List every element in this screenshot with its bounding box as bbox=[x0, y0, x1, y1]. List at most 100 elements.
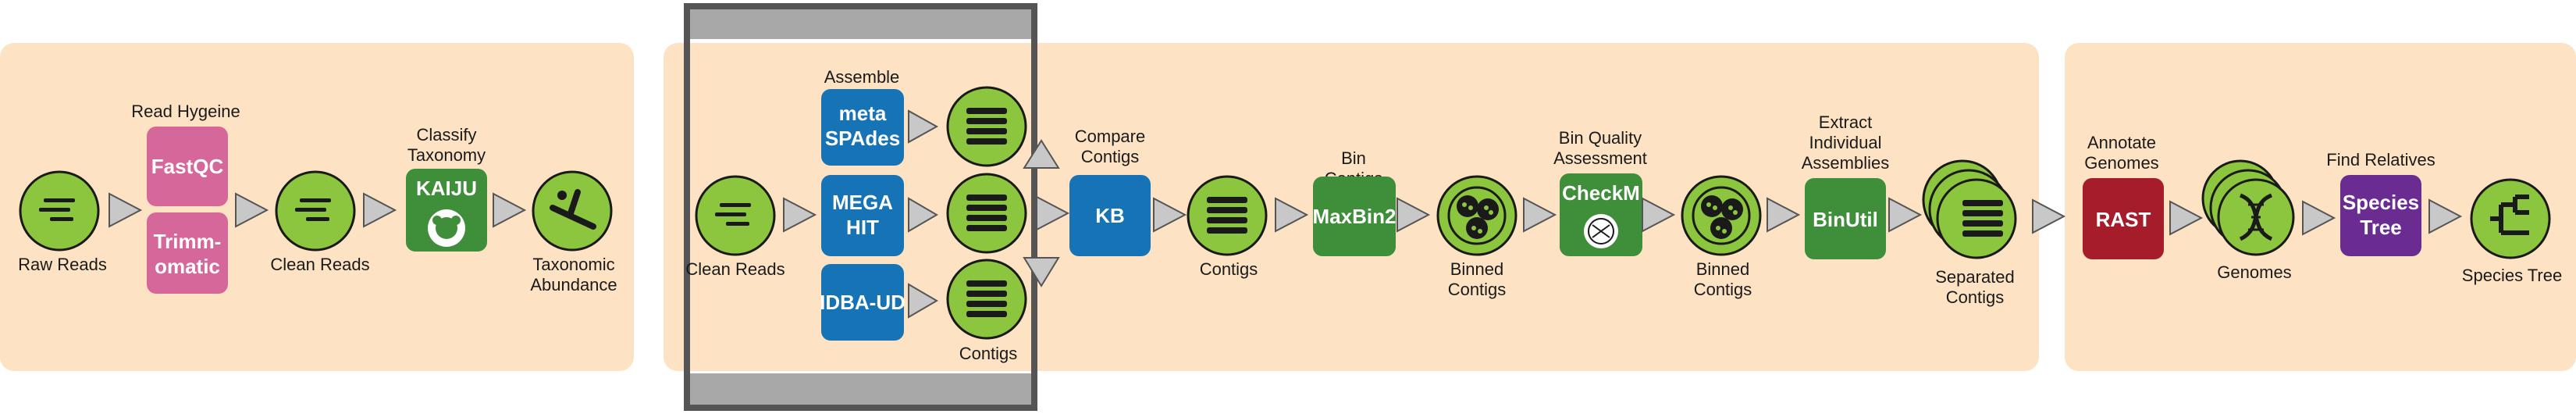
arrow bbox=[2032, 198, 2066, 234]
rast-tool[interactable]: RAST bbox=[2083, 178, 2164, 259]
checkm-tool[interactable]: CheckM bbox=[1560, 173, 1642, 256]
arrow bbox=[493, 192, 527, 228]
binq-label-1: Bin Quality bbox=[1559, 128, 1642, 148]
contigs-assembly-label: Contigs bbox=[959, 344, 1018, 363]
arrow bbox=[908, 283, 938, 319]
arrow-up bbox=[1023, 139, 1060, 169]
compare-label-1: Compare bbox=[1075, 127, 1145, 146]
megahit-tool[interactable]: MEGA HIT bbox=[821, 175, 904, 256]
read-hygeine-label: Read Hygeine bbox=[131, 102, 240, 121]
arrow bbox=[2428, 198, 2463, 234]
metaspades-tool[interactable]: meta SPAdes bbox=[821, 89, 904, 166]
arrow bbox=[109, 192, 143, 228]
arrow bbox=[1767, 197, 1801, 233]
arrow bbox=[363, 192, 397, 228]
bin-label-1: Bin bbox=[1341, 148, 1366, 168]
tree-icon bbox=[2490, 195, 2529, 235]
maxbin2-tool[interactable]: MaxBin2 bbox=[1313, 177, 1397, 256]
maxbin2-label: MaxBin2 bbox=[1313, 205, 1397, 228]
idba-ud-label: IDBA-UD bbox=[820, 291, 906, 314]
binutil-label: BinUtil bbox=[1813, 208, 1878, 231]
binutil-tool[interactable]: BinUtil bbox=[1805, 178, 1886, 259]
extract-label-3: Assemblies bbox=[1802, 153, 1889, 173]
metaspades-label-1: meta bbox=[839, 102, 887, 125]
binned-b-label-1: Binned bbox=[1696, 259, 1750, 279]
binned-a-label-2: Contigs bbox=[1448, 280, 1507, 299]
trimmomatic-label-1: Trimm- bbox=[154, 230, 222, 253]
arrow bbox=[783, 197, 817, 233]
arrow bbox=[1275, 197, 1309, 233]
arrow-down bbox=[1023, 257, 1060, 287]
metaspades-label-2: SPAdes bbox=[825, 127, 900, 150]
checkm-label: CheckM bbox=[1562, 181, 1640, 205]
fastqc-label: FastQC bbox=[151, 155, 224, 178]
find-relatives-label: Find Relatives bbox=[2326, 150, 2435, 170]
node-contigs-megahit bbox=[946, 173, 1027, 254]
megahit-label-1: MEGA bbox=[832, 191, 893, 214]
binned-b-label-2: Contigs bbox=[1694, 280, 1752, 299]
annotate-label-1: Annotate bbox=[2087, 133, 2156, 152]
assembly-highlight-frame bbox=[684, 3, 1037, 411]
node-binned-contigs-a bbox=[1436, 175, 1517, 256]
arrow bbox=[235, 192, 269, 228]
node-genomes bbox=[2201, 159, 2295, 256]
arrow bbox=[908, 197, 938, 233]
node-species-tree bbox=[2470, 178, 2551, 259]
trimmomatic-label-2: omatic bbox=[155, 255, 220, 278]
node-raw-reads bbox=[19, 170, 100, 252]
binned-a-label-1: Binned bbox=[1450, 259, 1504, 279]
node-contigs-metaspades bbox=[946, 86, 1027, 167]
panel-annotation bbox=[2065, 43, 2576, 371]
arrow bbox=[1036, 195, 1070, 231]
node-clean-reads-2 bbox=[695, 175, 776, 256]
arrow bbox=[1523, 197, 1557, 233]
megahit-label-2: HIT bbox=[846, 216, 879, 239]
arrow bbox=[2302, 200, 2336, 236]
arrow bbox=[1888, 197, 1923, 233]
kaiju-tool[interactable]: KAIJU bbox=[406, 169, 487, 252]
clean-reads-2-label: Clean Reads bbox=[685, 259, 785, 279]
node-contigs bbox=[1187, 175, 1268, 256]
kb-label: KB bbox=[1095, 204, 1125, 227]
separated-label-2: Contigs bbox=[1946, 287, 2005, 307]
frame-top-band bbox=[690, 9, 1031, 39]
species-tree-tool[interactable]: Species Tree bbox=[2340, 175, 2421, 256]
annotate-label-2: Genomes bbox=[2084, 153, 2158, 173]
assemble-label: Assemble bbox=[824, 67, 900, 87]
node-binned-contigs-b bbox=[1681, 175, 1762, 256]
clean-reads-label: Clean Reads bbox=[270, 255, 369, 274]
idba-ud-tool[interactable]: IDBA-UD bbox=[820, 264, 906, 341]
arrow bbox=[1153, 197, 1187, 233]
node-taxonomic-abundance bbox=[532, 170, 613, 252]
node-separated-contigs bbox=[1922, 159, 2017, 259]
taxonomic-label-2: Abundance bbox=[530, 275, 617, 294]
raw-reads-label: Raw Reads bbox=[18, 255, 107, 274]
arrow bbox=[2169, 200, 2204, 236]
trimmomatic-tool[interactable]: Trimm- omatic bbox=[147, 212, 228, 294]
arrow bbox=[1642, 197, 1676, 233]
rast-label: RAST bbox=[2096, 208, 2151, 231]
separated-label-1: Separated bbox=[1935, 267, 2015, 287]
binq-label-2: Assessment bbox=[1553, 148, 1647, 168]
arrow bbox=[1397, 197, 1431, 233]
node-clean-reads bbox=[275, 170, 356, 252]
taxonomic-label-1: Taxonomic bbox=[532, 255, 614, 274]
species-tree-label: Species Tree bbox=[2462, 266, 2562, 285]
dna-icon bbox=[2239, 193, 2273, 241]
classify-label-2: Taxonomy bbox=[407, 145, 486, 165]
node-contigs-idba bbox=[946, 259, 1027, 340]
classify-label-1: Classify bbox=[416, 125, 476, 145]
kb-tool[interactable]: KB bbox=[1069, 175, 1151, 256]
contigs-label: Contigs bbox=[1200, 259, 1258, 279]
genomes-label: Genomes bbox=[2217, 262, 2291, 282]
kaiju-label: KAIJU bbox=[416, 177, 477, 200]
arrow bbox=[908, 109, 939, 144]
taxonomy-icon bbox=[550, 189, 596, 230]
fastqc-tool[interactable]: FastQC bbox=[147, 127, 228, 206]
species-tree-tool-label-2: Tree bbox=[2360, 216, 2402, 239]
compare-label-2: Contigs bbox=[1081, 147, 1140, 166]
extract-label-2: Individual bbox=[1809, 133, 1882, 152]
species-tree-tool-label-1: Species bbox=[2343, 191, 2419, 214]
extract-label-1: Extract bbox=[1819, 112, 1872, 132]
